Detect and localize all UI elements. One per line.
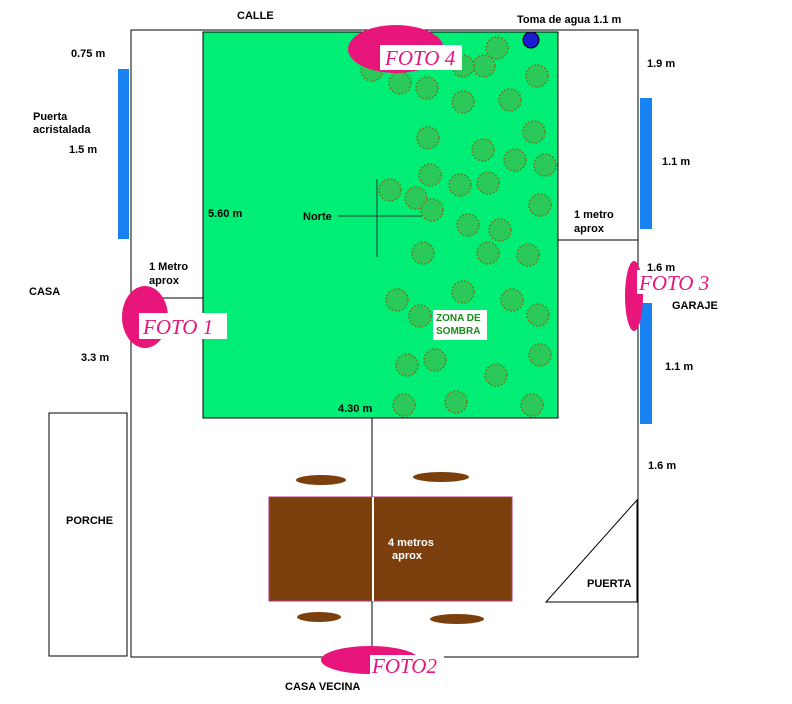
dim-11-bottom: 1.1 m xyxy=(665,361,693,373)
shade-zone-label-line1: ZONA DE xyxy=(436,313,481,324)
porch-label: PORCHE xyxy=(66,515,113,527)
dim-11-top: 1.1 m xyxy=(662,156,690,168)
shrub-icon xyxy=(522,120,546,144)
shrub-icon xyxy=(404,186,428,210)
dim-16-mid: 1.6 m xyxy=(647,262,675,274)
bench-bottom-right xyxy=(430,614,484,624)
shrub-icon xyxy=(415,76,439,100)
dim-560: 5.60 m xyxy=(208,208,242,220)
shrub-icon xyxy=(420,198,444,222)
shrub-icon xyxy=(451,280,475,304)
bench-top-left xyxy=(296,475,346,485)
photo-4-label: FOTO 4 xyxy=(384,46,456,70)
shrub-icon xyxy=(476,241,500,265)
shrub-icon xyxy=(500,288,524,312)
photo-1-label-bg xyxy=(139,313,227,339)
table xyxy=(268,496,513,602)
dim-075: 0.75 m xyxy=(71,48,105,60)
photo-2-label: FOTO2 xyxy=(371,654,437,678)
shrub-icon xyxy=(498,88,522,112)
photo-3-label: FOTO 3 xyxy=(638,271,709,295)
porch-area xyxy=(48,412,128,657)
shrub-icon xyxy=(388,71,412,95)
door-swing xyxy=(544,498,638,603)
shrub-icon xyxy=(503,148,527,172)
photo-2-label-bg xyxy=(370,655,444,679)
glass-door-label-line2: acristalada xyxy=(33,124,91,136)
shrub-icon xyxy=(423,348,447,372)
shrub-icon xyxy=(485,36,509,60)
photo-3-label-bg xyxy=(637,270,717,294)
garage-door-top xyxy=(640,98,652,229)
shrub-icon xyxy=(472,54,496,78)
house-label: CASA xyxy=(29,286,60,298)
shrub-icon xyxy=(488,218,512,242)
right-meter-label-line2: aprox xyxy=(574,223,605,235)
neighbor-house-label: CASA VECINA xyxy=(285,681,360,693)
shrub-icon xyxy=(525,64,549,88)
shade-zone-shrubs xyxy=(360,36,557,417)
photo-4-label-bg xyxy=(380,45,462,70)
dim-33: 3.3 m xyxy=(81,352,109,364)
shrub-icon xyxy=(448,173,472,197)
table-width-label-line2: aprox xyxy=(392,550,423,562)
water-tap-label: Toma de agua 1.1 m xyxy=(517,14,622,26)
shrub-icon xyxy=(416,126,440,150)
shade-zone-label-line2: SOMBRA xyxy=(436,326,480,337)
shrub-icon xyxy=(476,171,500,195)
shade-zone-label-bg xyxy=(433,310,487,340)
shrub-icon xyxy=(408,304,432,328)
dim-16-bottom: 1.6 m xyxy=(648,460,676,472)
shrub-icon xyxy=(411,241,435,265)
glass-door xyxy=(118,69,129,239)
shrub-icon xyxy=(471,138,495,162)
shrub-icon xyxy=(533,153,557,177)
shrub-icon xyxy=(451,90,475,114)
garage-door-bottom xyxy=(640,303,652,424)
glass-door-label-line1: Puerta xyxy=(33,111,68,123)
door-label: PUERTA xyxy=(587,578,631,590)
water-tap-icon xyxy=(522,31,540,49)
dim-15: 1.5 m xyxy=(69,144,97,156)
photo-1-label: FOTO 1 xyxy=(142,315,213,339)
left-meter-label-line2: aprox xyxy=(149,275,180,287)
table-width-label-line1: 4 metros xyxy=(388,537,434,549)
shrub-icon xyxy=(528,193,552,217)
dim-19: 1.9 m xyxy=(647,58,675,70)
shrub-icon xyxy=(484,363,508,387)
shrub-icon xyxy=(456,213,480,237)
shrub-icon xyxy=(392,393,416,417)
shrub-icon xyxy=(385,288,409,312)
garage-label: GARAJE xyxy=(672,300,718,312)
shrub-icon xyxy=(526,303,550,327)
bench-bottom-left xyxy=(297,612,341,622)
shrub-icon xyxy=(395,353,419,377)
north-label: Norte xyxy=(303,211,332,223)
left-meter-label-line1: 1 Metro xyxy=(149,261,188,273)
shrub-icon xyxy=(516,243,540,267)
right-meter-label-line1: 1 metro xyxy=(574,209,614,221)
street-label: CALLE xyxy=(237,10,274,22)
shrub-icon xyxy=(444,390,468,414)
shrub-icon xyxy=(520,393,544,417)
dim-430: 4.30 m xyxy=(338,403,372,415)
shrub-icon xyxy=(418,163,442,187)
shrub-icon xyxy=(528,343,552,367)
bench-top-right xyxy=(413,472,469,482)
shrub-icon xyxy=(378,178,402,202)
